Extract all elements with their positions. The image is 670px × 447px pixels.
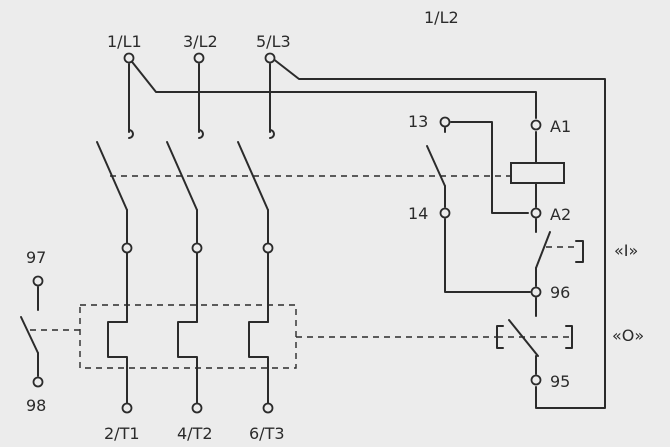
terminal-5-l3 <box>264 52 276 64</box>
contact-97-98 <box>20 286 39 377</box>
terminal-96 <box>530 286 542 298</box>
terminal-2-t1 <box>121 402 133 414</box>
label-96: 96 <box>550 283 570 302</box>
label-coil-supply-1-l2: 1/L2 <box>424 8 459 27</box>
label-3-l2: 3/L2 <box>183 32 218 51</box>
labels: 1/L1 3/L2 5/L3 1/L2 2/T1 4/T2 6/T3 13 14… <box>26 8 644 443</box>
terminal-4-t2 <box>191 402 203 414</box>
label-1-l1: 1/L1 <box>107 32 142 51</box>
label-13: 13 <box>408 112 428 131</box>
terminal-pole1-mid <box>121 242 133 254</box>
terminal-pole3-mid <box>262 242 274 254</box>
terminals <box>32 52 542 414</box>
terminal-a1 <box>530 119 542 131</box>
label-a2: A2 <box>550 205 571 224</box>
terminal-6-t3 <box>262 402 274 414</box>
terminal-a2 <box>530 207 542 219</box>
label-6-t3: 6/T3 <box>249 424 285 443</box>
label-button-off: «O» <box>612 326 644 345</box>
label-98: 98 <box>26 396 46 415</box>
label-14: 14 <box>408 204 428 223</box>
right-control-chain <box>496 218 584 375</box>
main-pole-3 <box>237 63 275 404</box>
terminal-97 <box>32 275 44 287</box>
label-95: 95 <box>550 372 570 391</box>
contactor-coil <box>510 131 565 208</box>
terminal-1-l1 <box>123 52 135 64</box>
label-a1: A1 <box>550 117 571 136</box>
overload-relay-box <box>79 304 297 369</box>
label-4-t2: 4/T2 <box>177 424 213 443</box>
terminal-98 <box>32 376 44 388</box>
main-pole-1 <box>96 63 134 404</box>
label-2-t1: 2/T1 <box>104 424 140 443</box>
coil-body <box>510 162 565 184</box>
terminal-95 <box>530 374 542 386</box>
terminal-pole2-mid <box>191 242 203 254</box>
terminal-3-l2 <box>193 52 205 64</box>
label-5-l3: 5/L3 <box>256 32 291 51</box>
supply-wiring <box>128 57 606 409</box>
label-97: 97 <box>26 248 46 267</box>
terminal-13 <box>439 116 451 128</box>
main-pole-2 <box>166 63 204 404</box>
auxiliary-contact-13-14 <box>426 121 531 293</box>
terminal-14 <box>439 207 451 219</box>
label-button-on: «I» <box>614 241 638 260</box>
